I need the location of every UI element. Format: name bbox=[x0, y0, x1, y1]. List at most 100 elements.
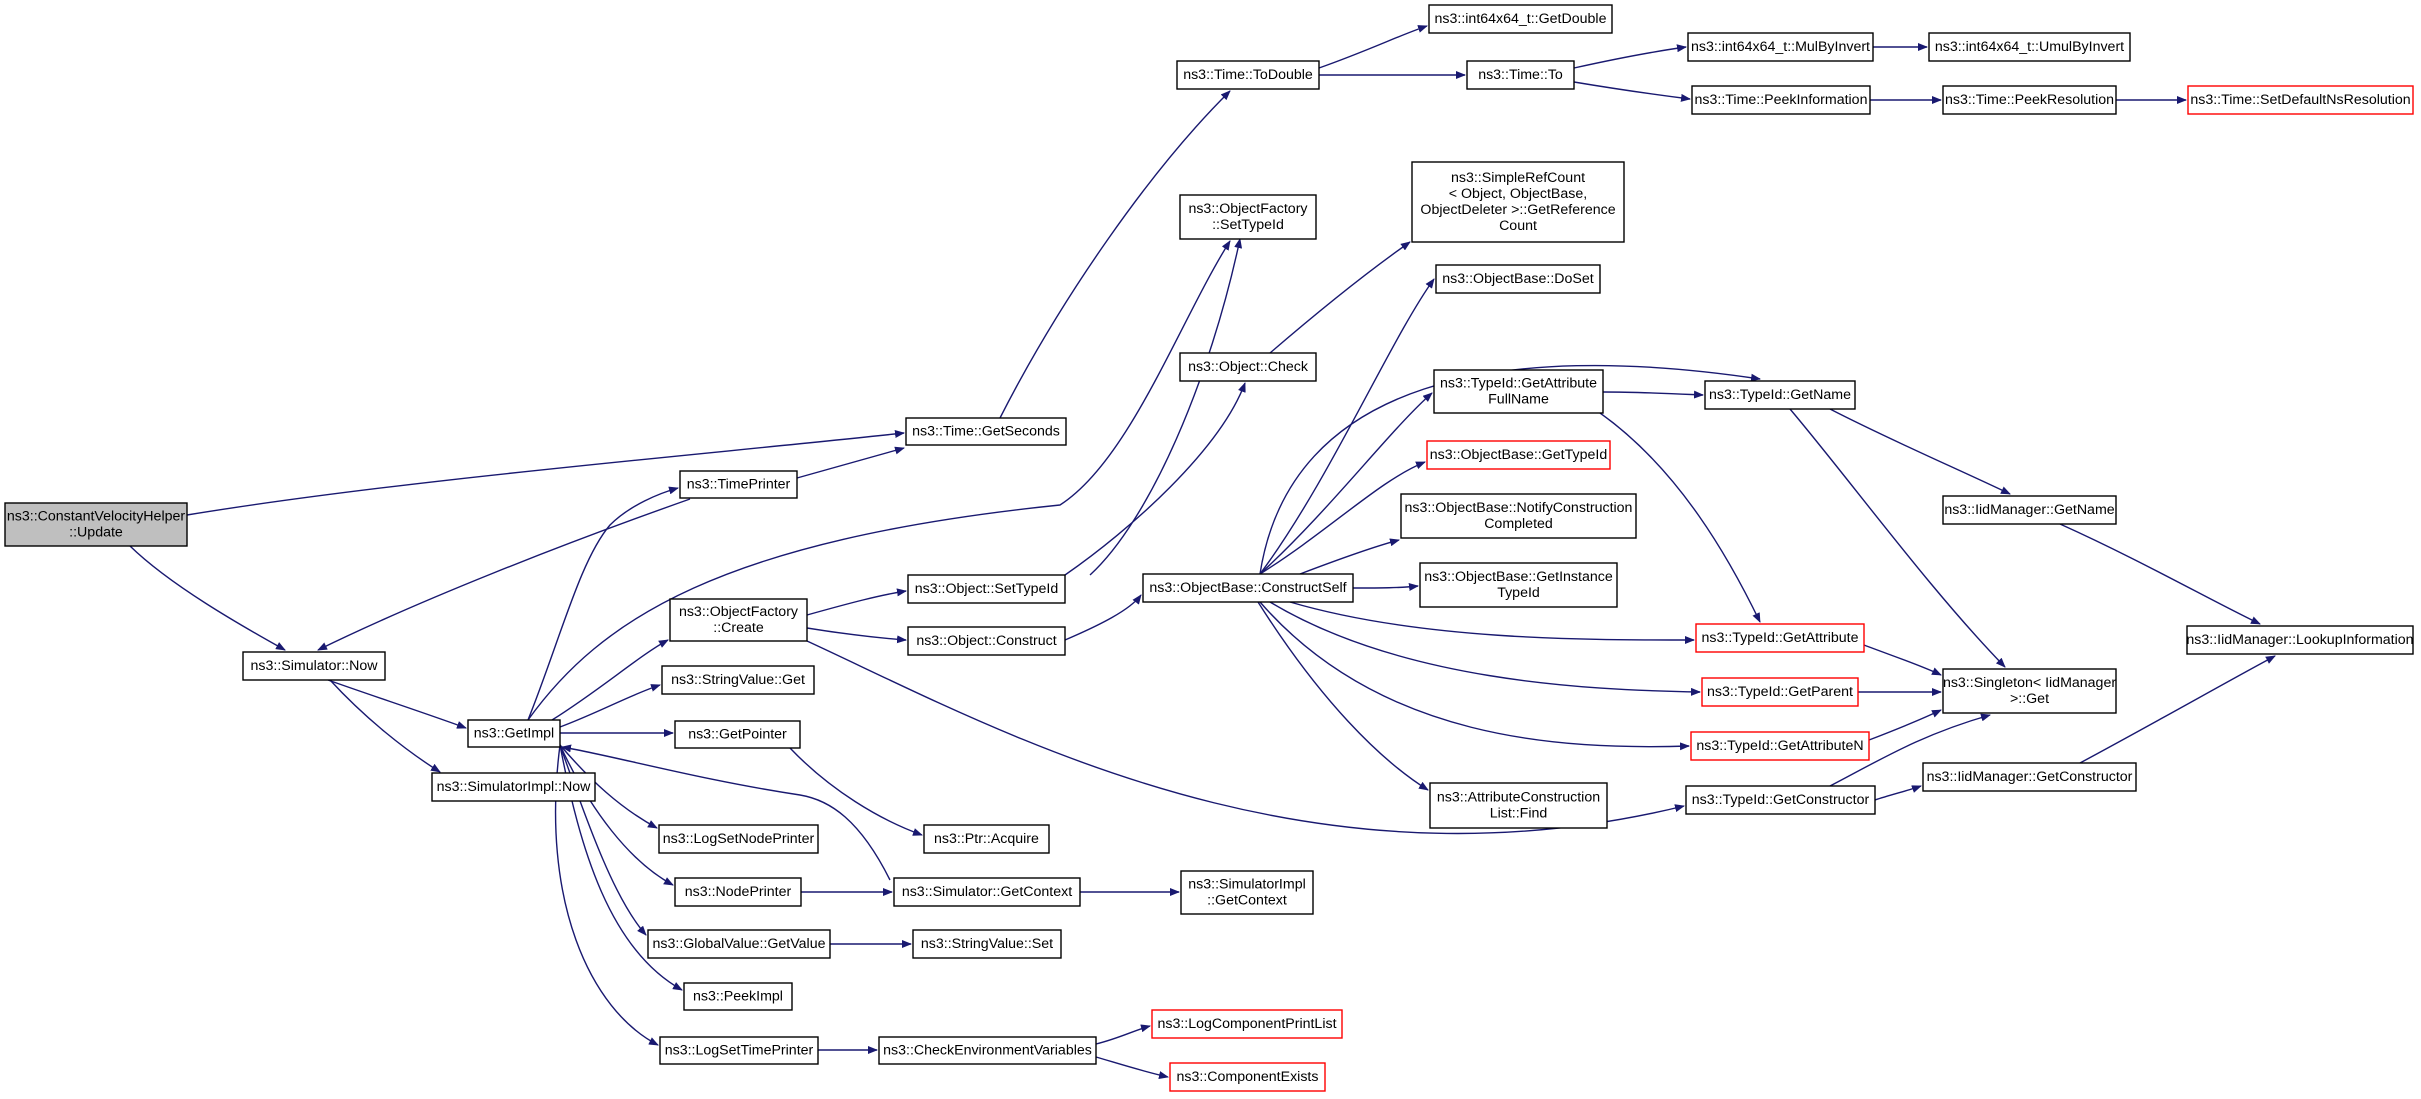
edge-objectbase_constructself-to-typeid_getattribute bbox=[1289, 601, 1695, 644]
node-getpointer[interactable]: ns3::GetPointer bbox=[674, 720, 801, 749]
node-box bbox=[1169, 1062, 1326, 1092]
node-label-line: ns3::Simulator::Now bbox=[251, 658, 379, 674]
node-logcomponentprintlist[interactable]: ns3::LogComponentPrintList bbox=[1151, 1009, 1343, 1039]
edge-objectbase_constructself-to-objectbase_gettypeid bbox=[1259, 461, 1426, 575]
node-objectfactory-create[interactable]: ns3::ObjectFactory::Create bbox=[669, 598, 808, 642]
node-label-line: ns3::IidManager::GetName bbox=[1944, 502, 2114, 518]
node-simulatorimpl-getcontext[interactable]: ns3::SimulatorImpl::GetContext bbox=[1180, 870, 1314, 915]
node-time-peekresolution[interactable]: ns3::Time::PeekResolution bbox=[1942, 85, 2117, 115]
edge-typeid_getname-to-singleton_get bbox=[1789, 408, 2006, 668]
node-simplerefcount[interactable]: ns3::SimpleRefCount< Object, ObjectBase,… bbox=[1411, 161, 1625, 243]
node-objectbase-doset[interactable]: ns3::ObjectBase::DoSet bbox=[1435, 264, 1601, 294]
node-box bbox=[674, 877, 802, 907]
node-label-line: ns3::Object::Construct bbox=[916, 633, 1056, 649]
node-iidmanager-getname[interactable]: ns3::IidManager::GetName bbox=[1942, 495, 2117, 525]
node-objectbase-gettypeid[interactable]: ns3::ObjectBase::GetTypeId bbox=[1426, 440, 1611, 470]
node-objectbase-notifyconstruction[interactable]: ns3::ObjectBase::NotifyConstructionCompl… bbox=[1400, 493, 1637, 539]
node-object-check[interactable]: ns3::Object::Check bbox=[1179, 352, 1317, 382]
node-typeid-getparent[interactable]: ns3::TypeId::GetParent bbox=[1701, 677, 1859, 707]
node-objectbase-constructself[interactable]: ns3::ObjectBase::ConstructSelf bbox=[1142, 573, 1354, 603]
node-stringvalue-get[interactable]: ns3::StringValue::Get bbox=[661, 665, 815, 695]
node-globalvalue-getvalue[interactable]: ns3::GlobalValue::GetValue bbox=[647, 929, 831, 959]
node-box bbox=[659, 1036, 819, 1065]
node-box bbox=[669, 598, 808, 642]
edge-simulator_getcontext-to-getimpl bbox=[561, 744, 891, 881]
node-label-line: ns3::TypeId::GetName bbox=[1709, 387, 1851, 403]
node-box bbox=[1142, 573, 1354, 603]
node-time-setdefaultnsresolution[interactable]: ns3::Time::SetDefaultNsResolution bbox=[2187, 85, 2414, 115]
node-getimpl[interactable]: ns3::GetImpl bbox=[467, 719, 561, 748]
node-ptr-acquire[interactable]: ns3::Ptr::Acquire bbox=[923, 824, 1050, 854]
node-checkenvvars[interactable]: ns3::CheckEnvironmentVariables bbox=[878, 1036, 1097, 1065]
edge-objectfactory_create-to-object_settypeid bbox=[806, 588, 907, 616]
node-label-line: ns3::ObjectBase::GetInstance bbox=[1424, 569, 1613, 585]
edge-objectbase_constructself-to-typeid_getattributefullname bbox=[1259, 392, 1433, 575]
node-typeid-getconstructor[interactable]: ns3::TypeId::GetConstructor bbox=[1685, 785, 1876, 815]
edge-object_construct-to-objectbase_constructself bbox=[1064, 594, 1142, 641]
node-box bbox=[907, 574, 1066, 604]
node-typeid-getattribute[interactable]: ns3::TypeId::GetAttribute bbox=[1695, 623, 1865, 653]
node-label-line: ns3::Time::PeekInformation bbox=[1695, 92, 1868, 108]
edge-time_todouble-to-int64x64_getdouble bbox=[1318, 25, 1428, 69]
node-label-line: ns3::GlobalValue::GetValue bbox=[653, 936, 826, 952]
node-box bbox=[1690, 731, 1870, 761]
edge-simulator_now-to-timeprinter bbox=[317, 498, 691, 651]
node-time-todouble[interactable]: ns3::Time::ToDouble bbox=[1176, 60, 1320, 90]
node-label-line: ns3::ObjectBase::DoSet bbox=[1442, 271, 1593, 287]
node-int64x64-getdouble[interactable]: ns3::int64x64_t::GetDouble bbox=[1428, 4, 1613, 34]
node-timeprinter[interactable]: ns3::TimePrinter bbox=[679, 470, 798, 499]
node-cvh-update[interactable]: ns3::ConstantVelocityHelper::Update bbox=[4, 502, 188, 547]
node-componentexists[interactable]: ns3::ComponentExists bbox=[1169, 1062, 1326, 1092]
node-int64x64-umulbyinvert[interactable]: ns3::int64x64_t::UmulByInvert bbox=[1928, 32, 2131, 62]
node-box bbox=[1466, 60, 1575, 90]
node-label-line: ns3::LogComponentPrintList bbox=[1157, 1016, 1336, 1032]
node-label-line: < Object, ObjectBase, bbox=[1449, 186, 1587, 202]
node-singleton-get[interactable]: ns3::Singleton< IidManager>::Get bbox=[1942, 668, 2117, 714]
node-box bbox=[2187, 85, 2414, 115]
node-object-construct[interactable]: ns3::Object::Construct bbox=[907, 626, 1066, 656]
node-time-getseconds[interactable]: ns3::Time::GetSeconds bbox=[905, 417, 1067, 446]
edge-objectbase_constructself-to-typeid_getparent bbox=[1269, 601, 1701, 696]
node-simulator-getcontext[interactable]: ns3::Simulator::GetContext bbox=[893, 877, 1081, 907]
node-nodeprinter[interactable]: ns3::NodePrinter bbox=[674, 877, 802, 907]
node-box bbox=[683, 982, 793, 1011]
node-iidmanager-lookupinformation[interactable]: ns3::IidManager::LookupInformation bbox=[2186, 625, 2414, 655]
node-typeid-getattributen[interactable]: ns3::TypeId::GetAttributeN bbox=[1690, 731, 1870, 761]
node-int64x64-mulbyinvert[interactable]: ns3::int64x64_t::MulByInvert bbox=[1687, 32, 1874, 62]
edge-cvh_update-to-time_getseconds bbox=[186, 429, 905, 516]
node-box bbox=[905, 417, 1067, 446]
node-peekimpl[interactable]: ns3::PeekImpl bbox=[683, 982, 793, 1011]
node-label-line: ns3::TypeId::GetConstructor bbox=[1692, 792, 1870, 808]
edge-iidmanager_getconstructor-to-iidmanager_lookupinformation bbox=[2079, 655, 2276, 764]
node-box bbox=[1176, 60, 1320, 90]
node-label-line: ns3::Singleton< IidManager bbox=[1943, 675, 2116, 691]
node-logsettimeprinter[interactable]: ns3::LogSetTimePrinter bbox=[659, 1036, 819, 1065]
node-objectfactory-settypeid[interactable]: ns3::ObjectFactory::SetTypeId bbox=[1179, 194, 1317, 240]
node-label-line: List::Find bbox=[1490, 806, 1548, 822]
node-stringvalue-set[interactable]: ns3::StringValue::Set bbox=[912, 929, 1062, 959]
node-time-peekinformation[interactable]: ns3::Time::PeekInformation bbox=[1691, 85, 1871, 115]
node-box bbox=[1433, 369, 1604, 414]
node-object-settypeid[interactable]: ns3::Object::SetTypeId bbox=[907, 574, 1066, 604]
node-simulator-now[interactable]: ns3::Simulator::Now bbox=[242, 651, 386, 681]
node-time-to[interactable]: ns3::Time::To bbox=[1466, 60, 1575, 90]
edge-typeid_getattributen-to-singleton_get bbox=[1868, 709, 1942, 741]
node-label-line: ns3::CheckEnvironmentVariables bbox=[883, 1043, 1092, 1059]
node-logsetnodeprinter[interactable]: ns3::LogSetNodePrinter bbox=[658, 824, 819, 854]
node-typeid-getname[interactable]: ns3::TypeId::GetName bbox=[1704, 380, 1856, 410]
node-box bbox=[1151, 1009, 1343, 1039]
node-label-line: ns3::int64x64_t::UmulByInvert bbox=[1935, 39, 2124, 55]
node-simulatorimpl-now[interactable]: ns3::SimulatorImpl::Now bbox=[431, 772, 596, 802]
edge-typeid_getattribute-to-singleton_get bbox=[1863, 644, 1942, 676]
edge-getpointer-to-ptr_acquire bbox=[789, 747, 923, 836]
edge-getimpl-to-objectfactory_settypeid bbox=[527, 240, 1231, 721]
node-label-line: ns3::Object::Check bbox=[1188, 359, 1309, 375]
node-label-line: ns3::Time::ToDouble bbox=[1183, 67, 1313, 83]
node-iidmanager-getconstructor[interactable]: ns3::IidManager::GetConstructor bbox=[1922, 762, 2137, 792]
node-label-line: TypeId bbox=[1497, 585, 1540, 601]
node-label-line: ns3::AttributeConstruction bbox=[1437, 790, 1600, 806]
node-label-line: ns3::LogSetTimePrinter bbox=[665, 1043, 814, 1059]
